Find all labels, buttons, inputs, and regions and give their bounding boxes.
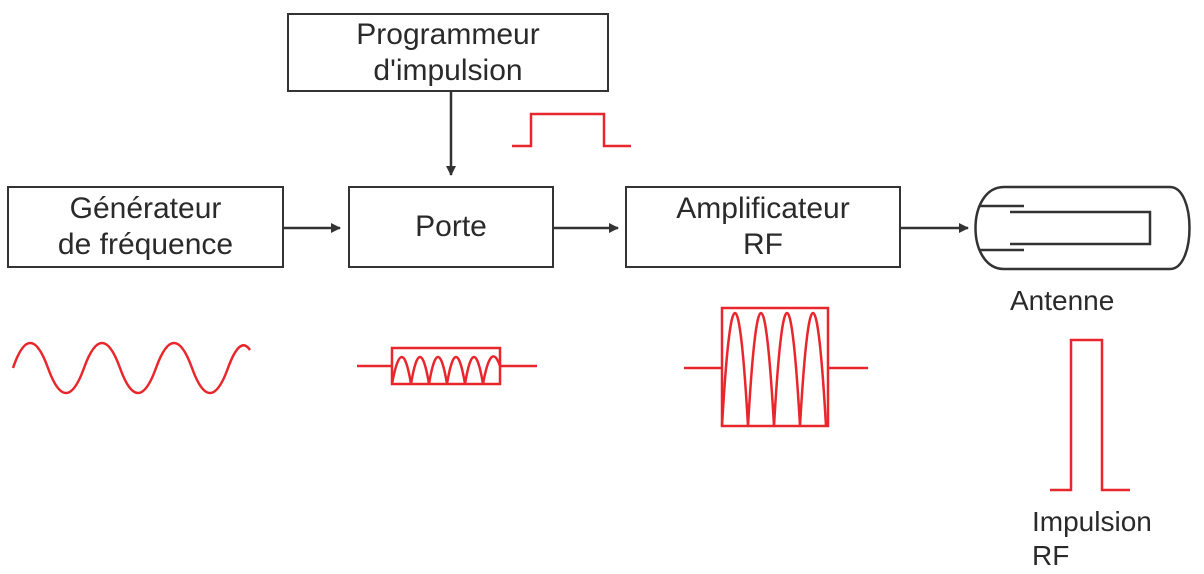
pulse-programmer-signal xyxy=(512,112,631,148)
amplified-burst-signal xyxy=(684,306,868,428)
gated-burst-signal xyxy=(357,346,537,386)
frequency-generator-block: Générateur de fréquence xyxy=(7,186,284,268)
gate-block: Porte xyxy=(348,186,554,268)
rf-pulse-label: Impulsion RF xyxy=(1032,505,1152,573)
pulse-programmer-block: Programmeur d'impulsion xyxy=(287,13,609,92)
rf-pulse-output-signal xyxy=(1050,338,1130,492)
pulse-programmer-label-line2: d'impulsion xyxy=(373,53,523,87)
gate-label: Porte xyxy=(415,210,487,243)
rf-amplifier-block: Amplificateur RF xyxy=(625,186,901,268)
antenna-icon xyxy=(974,185,1191,271)
rf-pulse-label-line2: RF xyxy=(1032,540,1070,571)
rf-amplifier-label-line1: Amplificateur xyxy=(676,192,850,225)
rf-pulse-label-line1: Impulsion xyxy=(1032,506,1152,537)
frequency-generator-label-line2: de fréquence xyxy=(57,228,234,261)
frequency-generator-label-line1: Générateur xyxy=(69,192,222,225)
pulse-programmer-label-line1: Programmeur xyxy=(356,17,540,51)
sine-wave-generator-signal xyxy=(11,341,252,395)
antenna-label: Antenne xyxy=(1010,285,1115,316)
rf-amplifier-label-line2: RF xyxy=(743,228,783,261)
